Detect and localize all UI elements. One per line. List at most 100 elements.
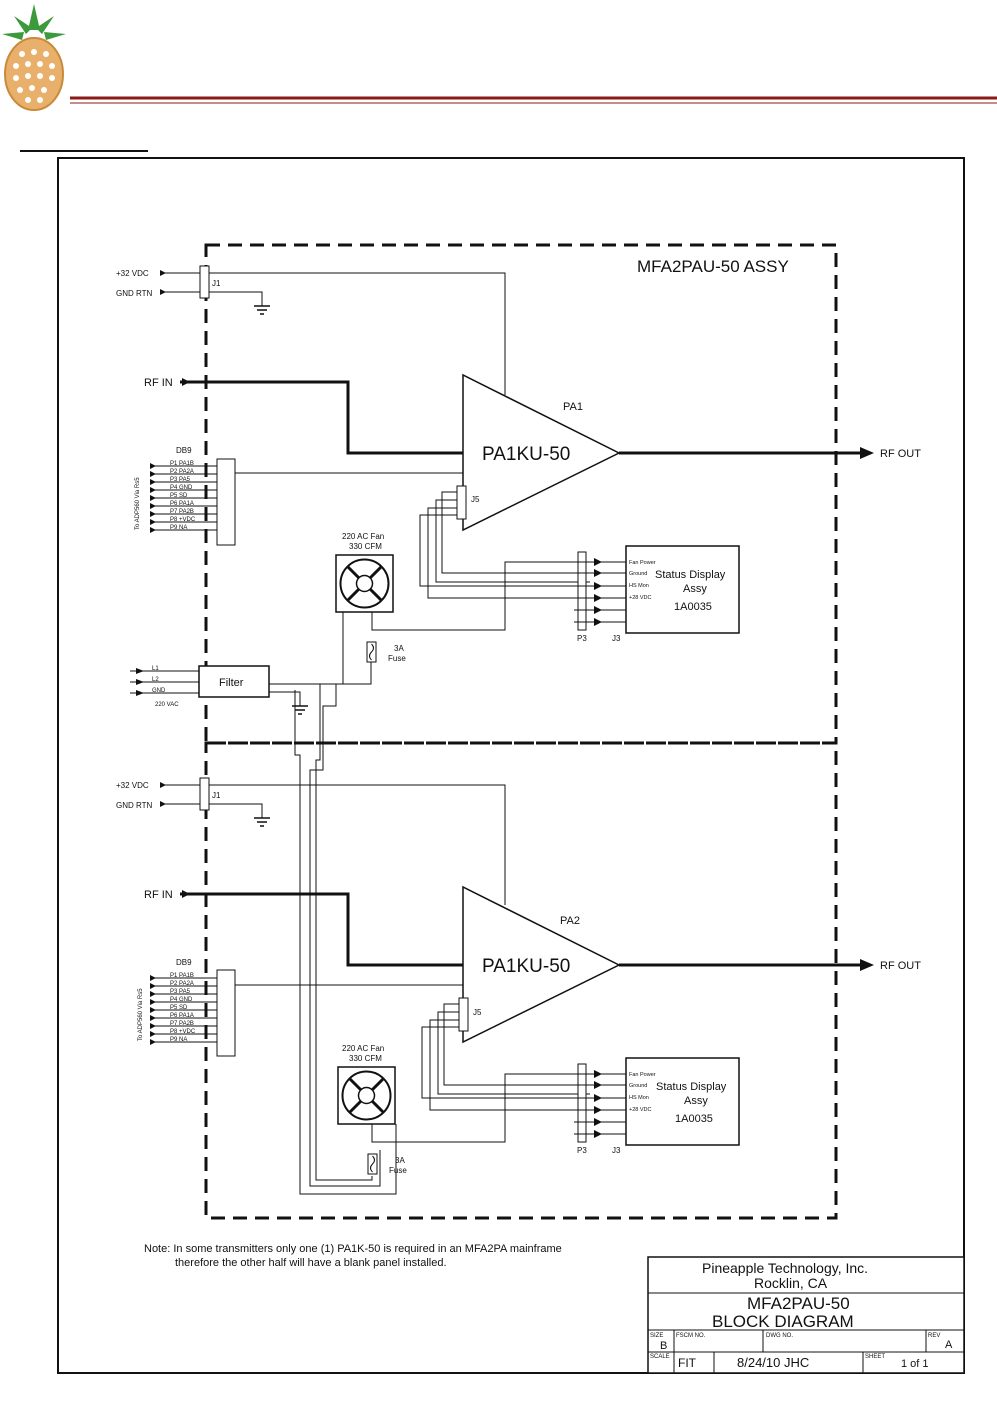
rf-out-label: RF OUT <box>880 960 921 972</box>
fan-label-line2: 330 CFM <box>349 1054 382 1063</box>
status-display-box <box>625 545 740 634</box>
amplifier-unit-2: +32 VDC GND RTN J1 RF IN PA2 PA1KU-50 RF… <box>116 777 921 1175</box>
drawing-title-line2: BLOCK DIAGRAM <box>712 1312 854 1331</box>
connector-p3-label: P3 <box>577 1146 587 1155</box>
dwg-label: DWG NO. <box>766 1333 793 1339</box>
db9-side-label: To ADP560 Via Rs5 <box>138 988 144 1041</box>
amplifier-triangle <box>462 373 621 532</box>
status-pin: +28 VDC <box>629 595 651 601</box>
connector-p3-label: P3 <box>577 634 587 643</box>
status-pin: +28 VDC <box>629 1107 651 1113</box>
filter-label: Filter <box>219 677 244 689</box>
rf-in-line <box>180 380 463 455</box>
connector-j1 <box>199 265 210 299</box>
db9-connector <box>216 458 236 546</box>
db9-pin-list: P1 PA1B P2 PA2A P3 PA5 P4 GND P5 SD P6 P… <box>170 973 196 1043</box>
ground-icon <box>292 705 308 715</box>
fan-icon <box>335 554 394 613</box>
amplifier-ref-label: PA2 <box>560 915 580 927</box>
db9-connector <box>216 969 236 1057</box>
sheet-label: SHEET <box>865 1354 885 1360</box>
drawing-title-line1: MFA2PAU-50 <box>747 1294 850 1313</box>
assembly-label: MFA2PAU-50 ASSY <box>637 257 789 276</box>
date-value: 8/24/10 JHC <box>737 1355 809 1370</box>
fan-icon <box>337 1066 396 1125</box>
filter-box <box>198 665 270 698</box>
rf-out-label: RF OUT <box>880 448 921 460</box>
connector-j3-label: J3 <box>612 634 621 643</box>
db9-pin: P3 PA5 <box>170 477 191 483</box>
db9-pin: P1 PA1B <box>170 973 194 979</box>
filter-vac-label: 220 VAC <box>155 702 179 708</box>
rf-in-label: RF IN <box>144 377 173 389</box>
db9-pin: P8 +VDC <box>170 517 196 523</box>
company-name: Pineapple Technology, Inc. <box>702 1260 868 1276</box>
amplifier-unit-1: +32 VDC GND RTN J1 RF IN PA1 PA1KU-50 RF… <box>116 265 921 685</box>
status-pin: HS Mon <box>629 1095 649 1101</box>
status-part-number: 1A0035 <box>674 601 712 613</box>
amplifier-ref-label: PA1 <box>563 401 583 413</box>
scale-label: SCALE <box>650 1354 670 1360</box>
size-label: SIZE <box>650 1333 663 1339</box>
rf-in-label: RF IN <box>144 889 173 901</box>
db9-pin: P9 NA <box>170 1037 187 1043</box>
connector-j5-label: J5 <box>471 495 480 504</box>
filter-input-label: L2 <box>152 677 159 683</box>
connector-j3-label: J3 <box>612 1146 621 1155</box>
pin-32vdc-label: +32 VDC <box>116 781 149 790</box>
status-title-line1: Status Display <box>656 1081 727 1093</box>
db9-pin: P4 GND <box>170 997 193 1003</box>
status-title-line2: Assy <box>684 1095 708 1107</box>
company-location: Rocklin, CA <box>754 1275 828 1291</box>
db9-pin: P2 PA2A <box>170 469 194 475</box>
scale-value: FIT <box>678 1356 697 1370</box>
db9-pin: P6 PA1A <box>170 501 194 507</box>
fan-label-line1: 220 AC Fan <box>342 532 384 541</box>
assembly-box-bottom <box>204 741 838 1220</box>
db9-pin: P6 PA1A <box>170 1013 194 1019</box>
status-connector-strip <box>577 1063 587 1143</box>
db9-pin: P8 +VDC <box>170 1029 196 1035</box>
pin-gnd-label: GND RTN <box>116 801 153 810</box>
size-value: B <box>660 1340 667 1352</box>
db9-pin: P3 PA5 <box>170 989 191 995</box>
db9-pin: P7 PA2B <box>170 1021 194 1027</box>
amplifier-model-label: PA1KU-50 <box>482 956 570 977</box>
amplifier-model-label: PA1KU-50 <box>482 444 570 465</box>
status-pin: HS Mon <box>629 583 649 589</box>
fuse-label-line1: 3A <box>394 644 404 653</box>
pin-32vdc-label: +32 VDC <box>116 269 149 278</box>
connector-j1 <box>199 777 210 811</box>
fuse-label-line2: Fuse <box>388 654 406 663</box>
rf-in-line <box>180 892 463 967</box>
status-display-box <box>625 1057 740 1146</box>
fuse-label-line1: 3A <box>395 1156 405 1165</box>
fan-label-line1: 220 AC Fan <box>342 1044 384 1053</box>
connector-j5 <box>458 997 469 1032</box>
db9-pin: P2 PA2A <box>170 981 194 987</box>
status-pin: Ground <box>629 571 647 577</box>
db9-pin: P5 SD <box>170 493 188 499</box>
filter-input-label: GND <box>152 688 166 694</box>
note-line2: therefore the other half will have a bla… <box>175 1257 447 1269</box>
status-title-line1: Status Display <box>655 569 726 581</box>
connector-j5 <box>456 485 467 520</box>
db9-label: DB9 <box>176 958 192 967</box>
db9-pin: P5 SD <box>170 1005 188 1011</box>
ground-icon <box>254 305 270 315</box>
pin-gnd-label: GND RTN <box>116 289 153 298</box>
rev-value: A <box>945 1339 953 1351</box>
db9-side-label: To ADP560 Via Rs5 <box>135 477 141 530</box>
note-line1: Note: In some transmitters only one (1) … <box>144 1243 562 1255</box>
pineapple-logo-icon <box>2 4 66 111</box>
db9-pin-list: P1 PA1B P2 PA2A P3 PA5 P4 GND P5 SD P6 P… <box>170 461 196 531</box>
status-title-line2: Assy <box>683 583 707 595</box>
db9-pin: P4 GND <box>170 485 193 491</box>
amplifier-triangle <box>462 885 621 1044</box>
ground-icon <box>254 817 270 827</box>
filter-input-label: L1 <box>152 666 159 672</box>
fuse-label-line2: Fuse <box>389 1166 407 1175</box>
connector-j1-label: J1 <box>212 791 221 800</box>
db9-pin: P7 PA2B <box>170 509 194 515</box>
